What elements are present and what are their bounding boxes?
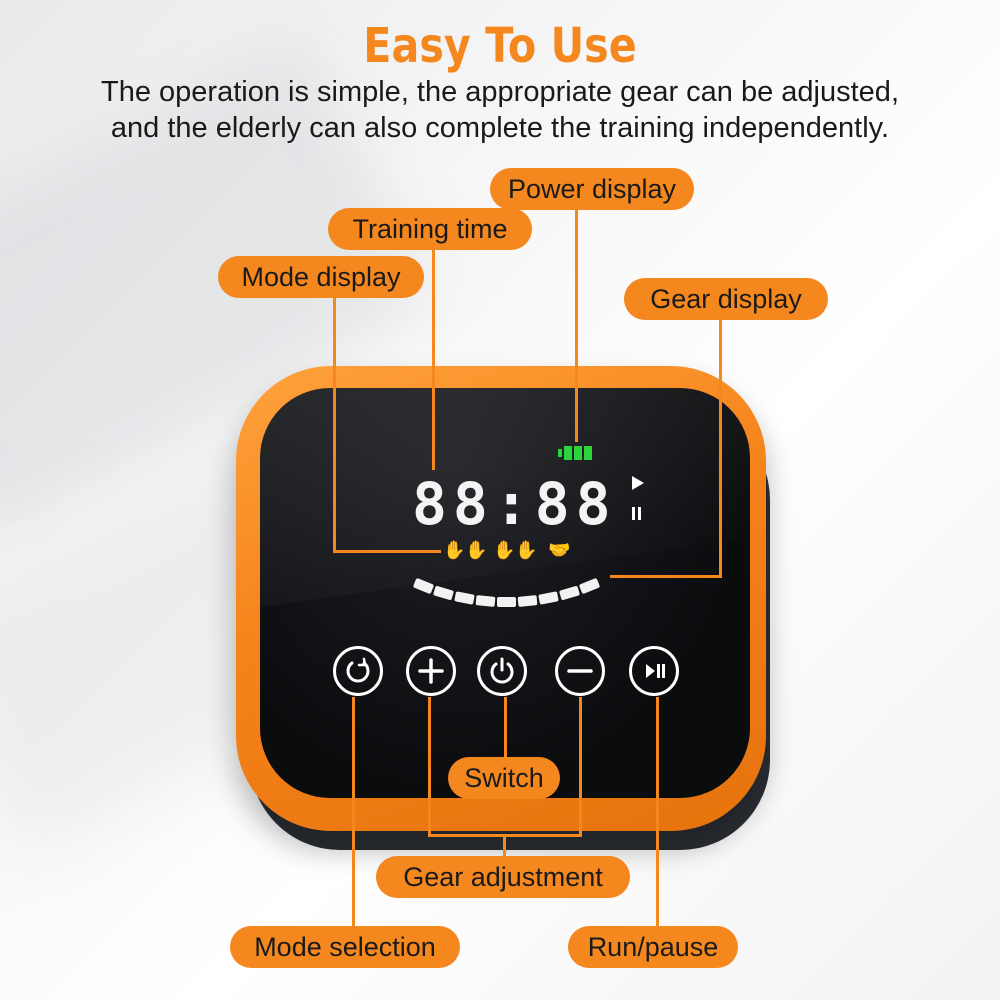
subtitle-line-1: The operation is simple, the appropriate… [101, 76, 899, 108]
gear-level-segment [475, 595, 496, 607]
run-pause-button[interactable] [629, 646, 679, 696]
mode-selection-button[interactable] [333, 646, 383, 696]
training-time-line [432, 246, 435, 470]
time-readout: 88:88 [412, 470, 617, 538]
gear-adjustment-label: Gear adjustment [376, 856, 630, 898]
mode-display-line [333, 296, 336, 552]
hand-mode-2-icon: ✋✋ [493, 540, 538, 560]
gear-adjustment-line [503, 834, 506, 858]
gear-level-segment [517, 595, 538, 607]
run-pause-line [656, 697, 659, 929]
mode-selection-label: Mode selection [230, 926, 460, 968]
run-pause-label: Run/pause [568, 926, 738, 968]
mode-display-line [333, 550, 441, 553]
power-display-label: Power display [490, 168, 694, 210]
gear-adjustment-line [579, 697, 582, 837]
mode-display-label: Mode display [218, 256, 424, 298]
handshake-mode-icon: 🤝 [548, 540, 571, 560]
training-time-label: Training time [328, 208, 532, 250]
minus-icon [567, 669, 593, 673]
play-pause-icon [646, 664, 665, 678]
pause-indicator-icon [632, 507, 644, 525]
play-indicator-icon [632, 476, 644, 490]
gear-adjustment-line [428, 697, 431, 837]
battery-icon [558, 446, 594, 465]
gear-level-segment [497, 597, 516, 607]
switch-label: Switch [448, 757, 560, 799]
gear-display-label: Gear display [624, 278, 828, 320]
switch-line [504, 697, 507, 759]
page-title: Easy To Use [363, 18, 637, 74]
plus-icon [418, 658, 444, 684]
mode-cycle-icon [346, 657, 370, 683]
mode-selection-line [352, 697, 355, 929]
power-icon [490, 657, 514, 684]
gear-down-button[interactable] [555, 646, 605, 696]
gear-up-button[interactable] [406, 646, 456, 696]
power-switch-button[interactable] [477, 646, 527, 696]
gear-display-line [719, 316, 722, 578]
hand-mode-1-icon: ✋✋ [443, 540, 488, 560]
power-display-line [575, 206, 578, 442]
gear-display-line [610, 575, 722, 578]
subtitle-line-2: and the elderly can also complete the tr… [110, 112, 890, 144]
